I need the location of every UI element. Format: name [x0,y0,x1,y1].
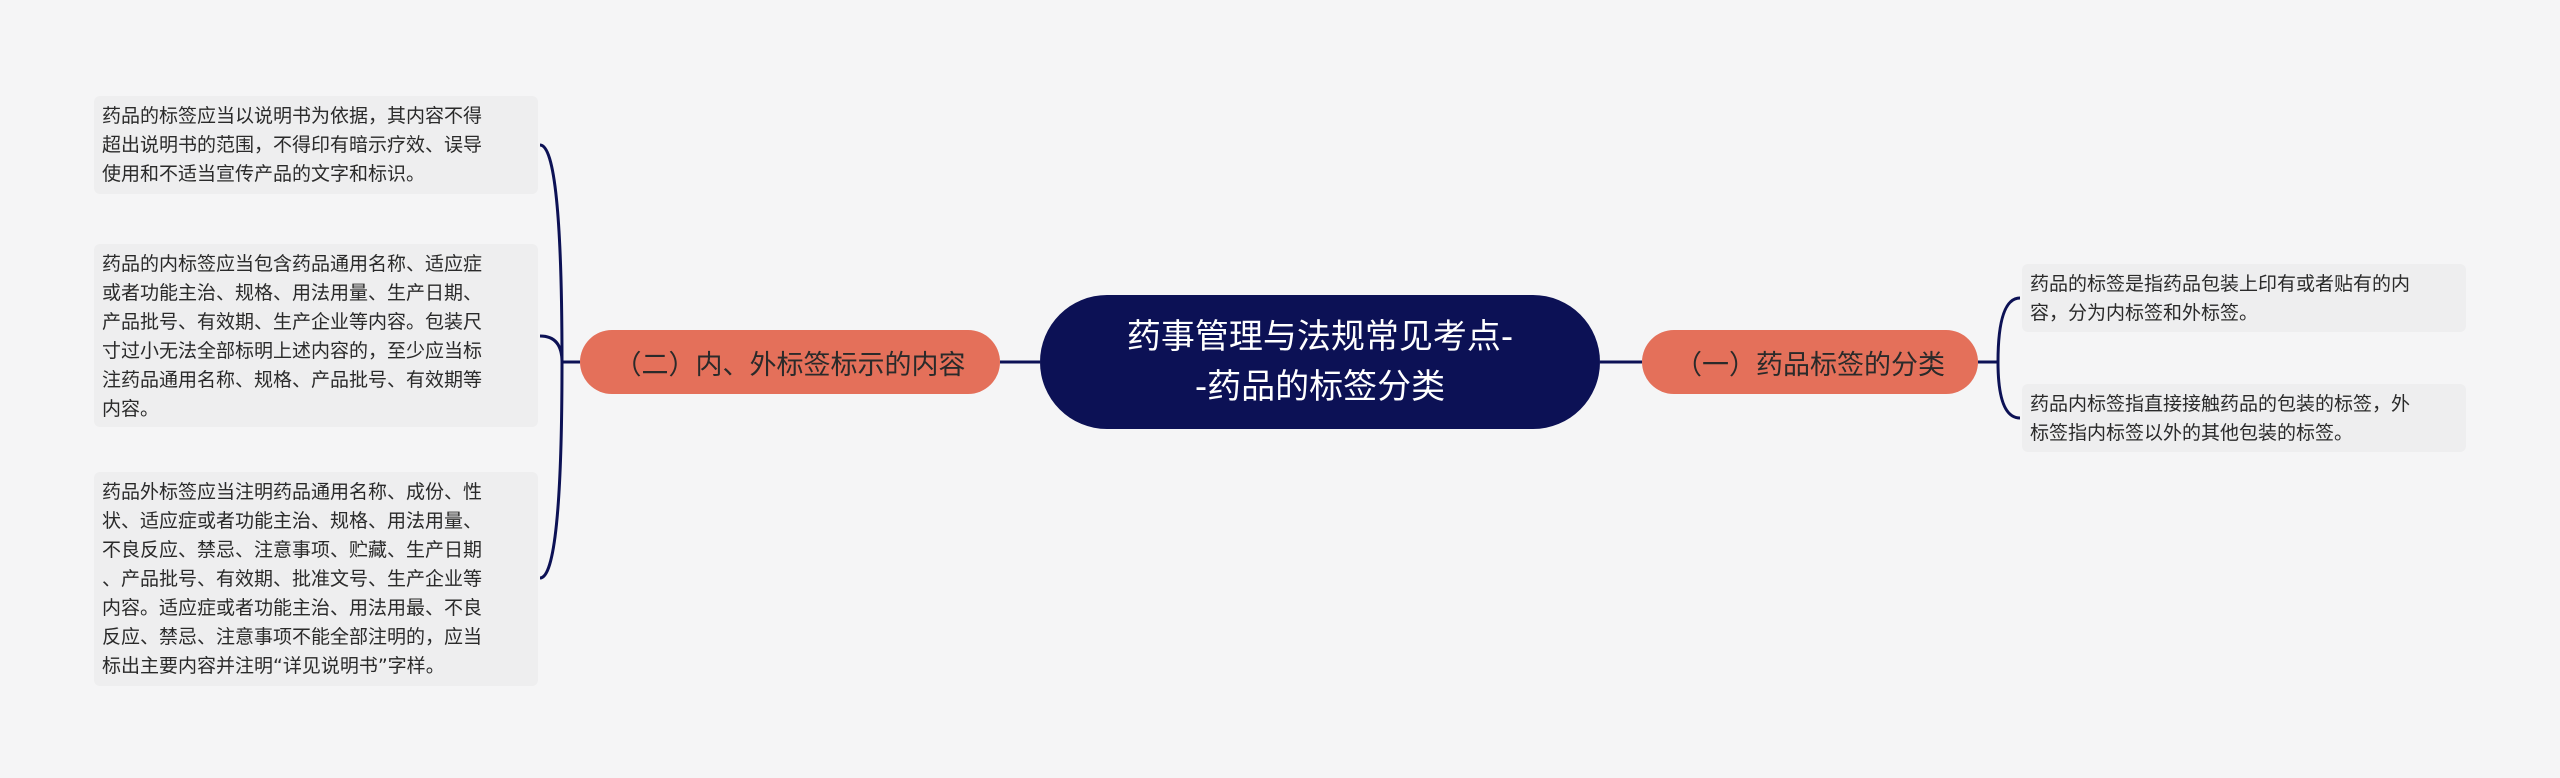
root-title-line1: 药事管理与法规常见考点- [1126,317,1514,357]
branch-label: （二）内、外标签标示的内容 [614,349,966,381]
branch-label: （一）药品标签的分类 [1675,349,1945,381]
leaf-node-label-basis[interactable]: 药品的标签应当以说明书为依据，其内容不得 超出说明书的范围，不得印有暗示疗效、误… [94,96,538,194]
leaf-node-inner-label-content[interactable]: 药品的内标签应当包含药品通用名称、适应症 或者功能主治、规格、用法用量、生产日期… [94,244,538,427]
left-bracket [539,143,580,580]
root-node[interactable]: 药事管理与法规常见考点- -药品的标签分类 [1040,295,1600,429]
leaf-node-inner-outer-definition[interactable]: 药品内标签指直接接触药品的包装的标签，外 标签指内标签以外的其他包装的标签。 [2022,384,2466,452]
branch-node-inner-outer-label-content[interactable]: （二）内、外标签标示的内容 [580,330,1000,394]
root-title-line2: -药品的标签分类 [1194,367,1446,407]
right-bracket [1978,296,2021,420]
leaf-node-label-definition[interactable]: 药品的标签是指药品包装上印有或者贴有的内 容，分为内标签和外标签。 [2022,264,2466,332]
branch-node-label-classification[interactable]: （一）药品标签的分类 [1642,330,1978,394]
leaf-node-outer-label-content[interactable]: 药品外标签应当注明药品通用名称、成份、性 状、适应症或者功能主治、规格、用法用量… [94,472,538,686]
